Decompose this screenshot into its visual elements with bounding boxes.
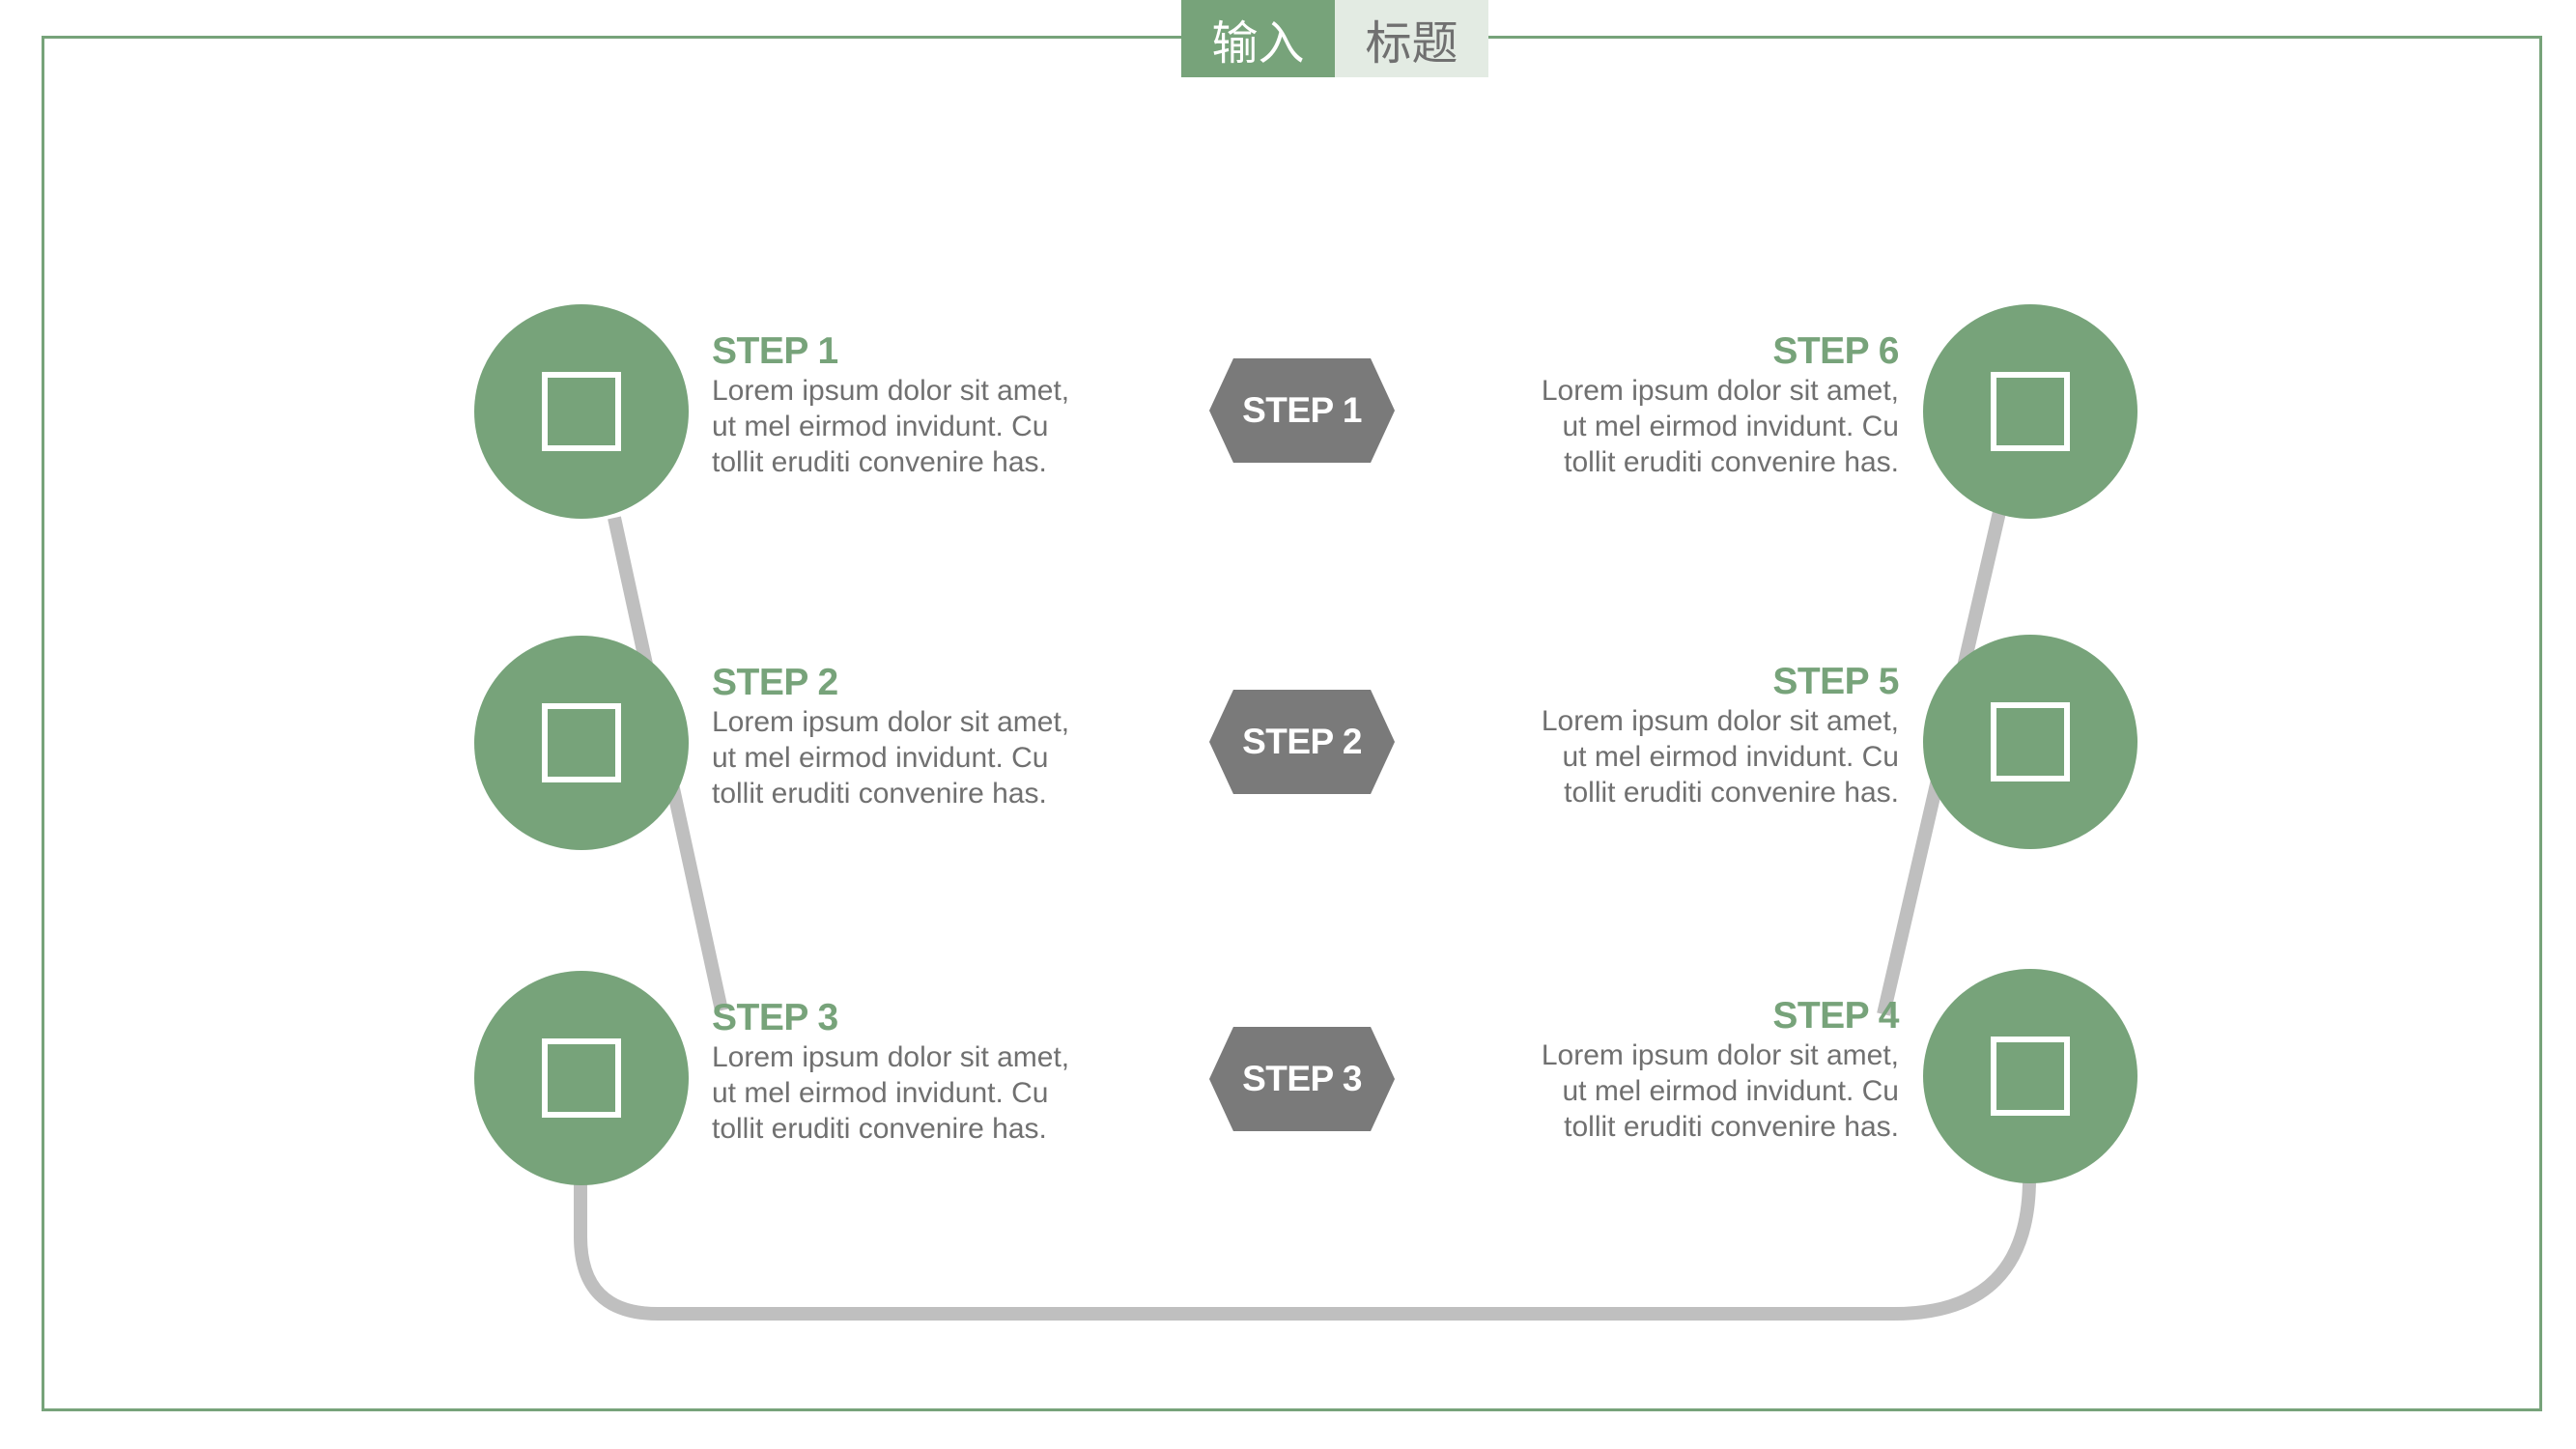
step-4-circle bbox=[1923, 969, 2137, 1183]
step-6-circle bbox=[1923, 304, 2137, 519]
step-2-text: STEP 2 Lorem ipsum dolor sit amet, ut me… bbox=[712, 662, 1098, 811]
title-part-1: 输入 bbox=[1181, 0, 1335, 77]
title-part-2: 标题 bbox=[1335, 0, 1488, 77]
step-1-circle bbox=[474, 304, 689, 519]
square-outline-icon bbox=[542, 372, 621, 451]
square-outline-icon bbox=[1991, 372, 2070, 451]
step-1-body: Lorem ipsum dolor sit amet, ut mel eirmo… bbox=[712, 375, 1070, 478]
center-hexagon-2: STEP 2 bbox=[1209, 690, 1395, 794]
step-3-circle bbox=[474, 971, 689, 1185]
step-1-title: STEP 1 bbox=[712, 330, 838, 372]
step-5-text: STEP 5 Lorem ipsum dolor sit amet, ut me… bbox=[1513, 661, 1900, 810]
step-2-title: STEP 2 bbox=[712, 662, 838, 703]
step-1-text: STEP 1 Lorem ipsum dolor sit amet, ut me… bbox=[712, 330, 1098, 480]
step-4-title: STEP 4 bbox=[1772, 995, 1899, 1037]
step-5-body: Lorem ipsum dolor sit amet, ut mel eirmo… bbox=[1541, 705, 1899, 809]
step-3-title: STEP 3 bbox=[712, 997, 838, 1038]
step-6-body: Lorem ipsum dolor sit amet, ut mel eirmo… bbox=[1541, 375, 1899, 478]
step-3-body: Lorem ipsum dolor sit amet, ut mel eirmo… bbox=[712, 1041, 1070, 1145]
step-4-text: STEP 4 Lorem ipsum dolor sit amet, ut me… bbox=[1513, 995, 1900, 1145]
step-4-body: Lorem ipsum dolor sit amet, ut mel eirmo… bbox=[1541, 1039, 1899, 1143]
square-outline-icon bbox=[1991, 1037, 2070, 1116]
center-hexagon-3: STEP 3 bbox=[1209, 1027, 1395, 1131]
step-6-title: STEP 6 bbox=[1772, 330, 1899, 372]
square-outline-icon bbox=[1991, 702, 2070, 781]
step-6-text: STEP 6 Lorem ipsum dolor sit amet, ut me… bbox=[1513, 330, 1900, 480]
step-2-circle bbox=[474, 636, 689, 850]
step-5-title: STEP 5 bbox=[1772, 661, 1899, 702]
step-3-text: STEP 3 Lorem ipsum dolor sit amet, ut me… bbox=[712, 997, 1098, 1147]
center-hexagon-1: STEP 1 bbox=[1209, 358, 1395, 463]
square-outline-icon bbox=[542, 1038, 621, 1118]
step-2-body: Lorem ipsum dolor sit amet, ut mel eirmo… bbox=[712, 706, 1070, 810]
square-outline-icon bbox=[542, 703, 621, 782]
step-5-circle bbox=[1923, 635, 2137, 849]
